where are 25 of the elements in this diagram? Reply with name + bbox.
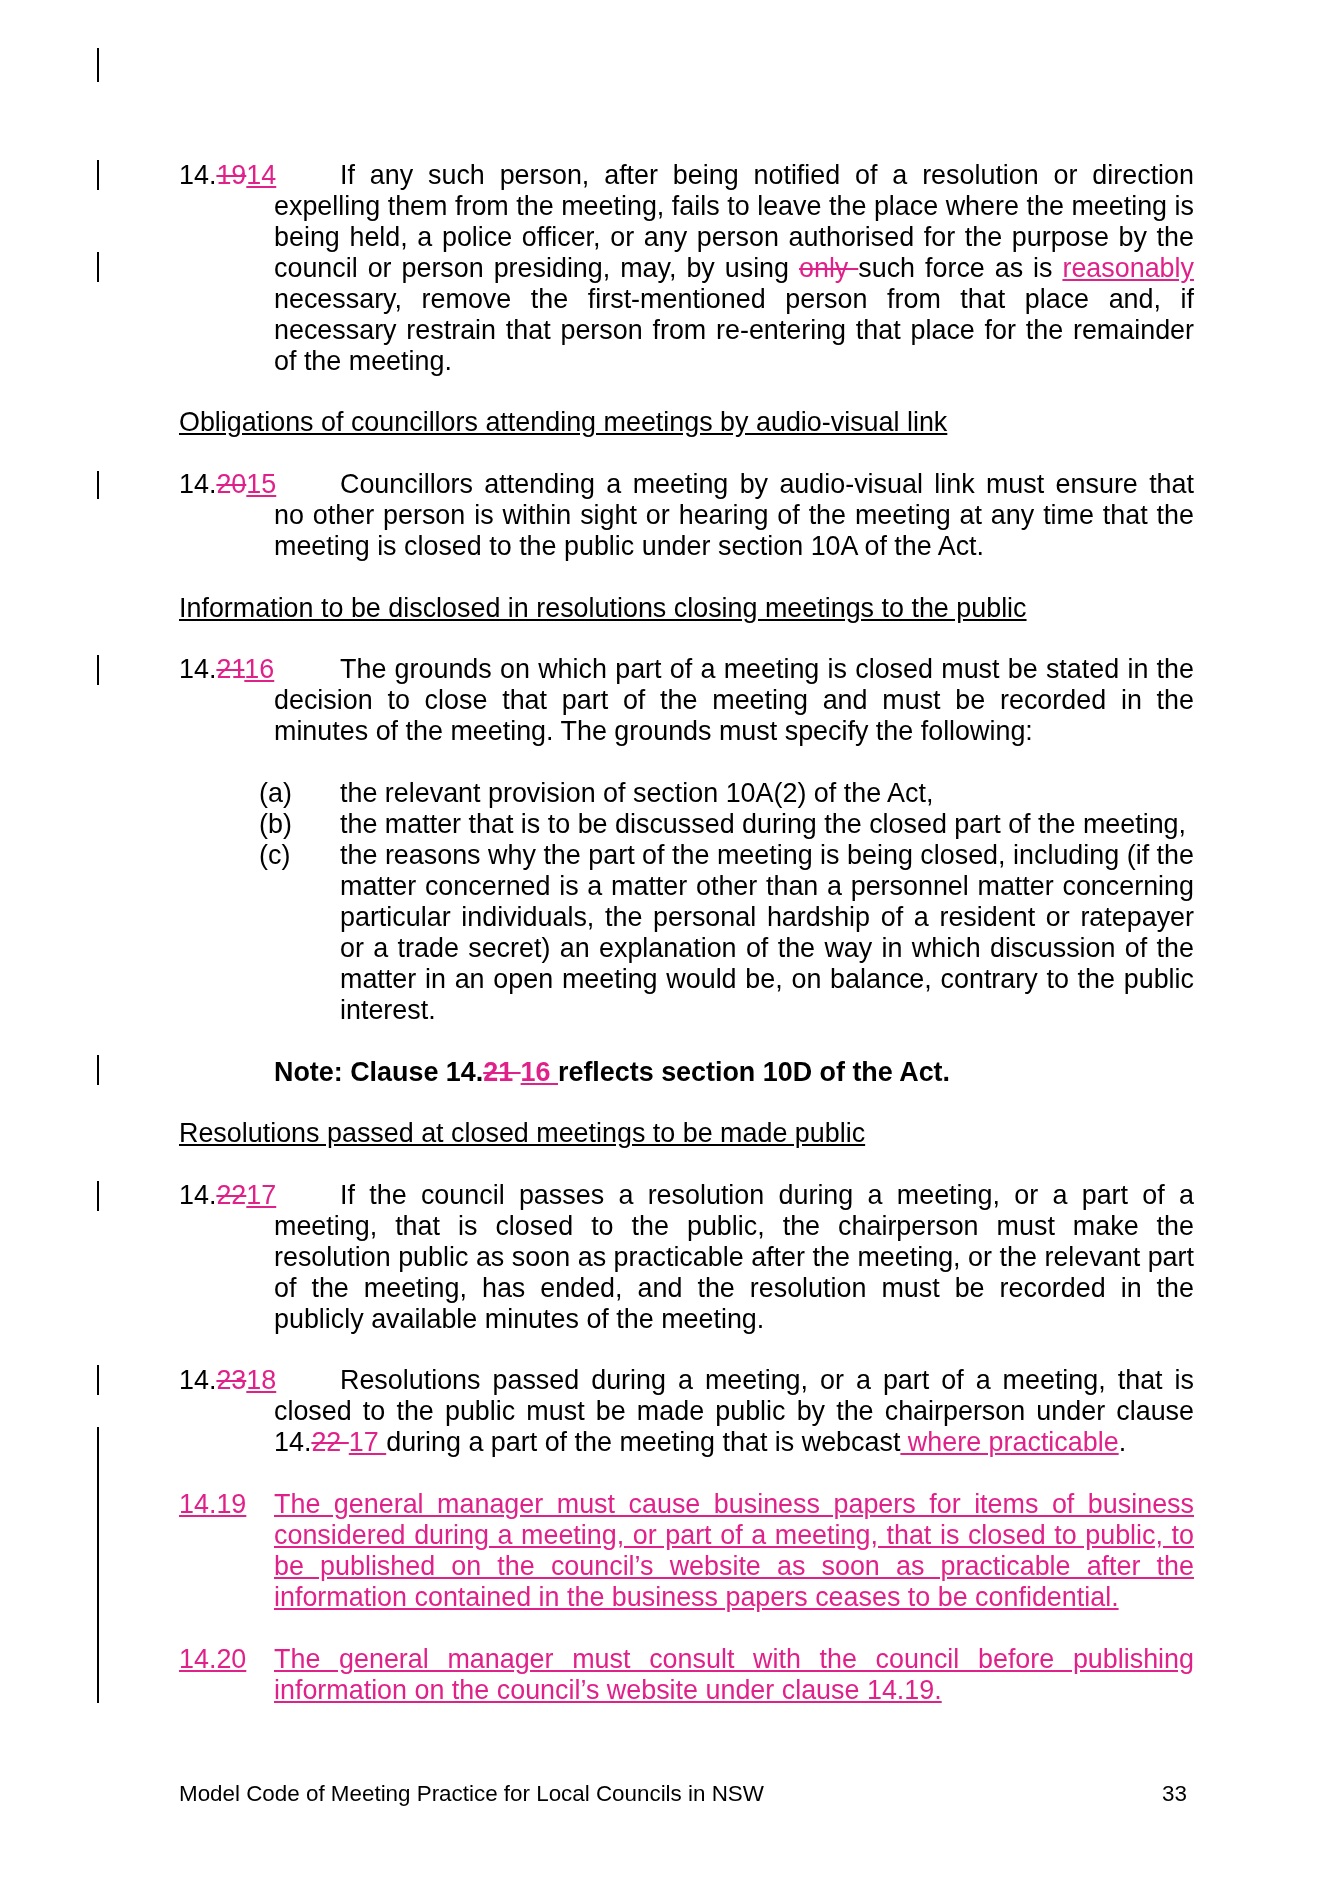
paragraph-text: The general manager must cause business papers for items of business considered during a meeting, or part of a meeting, that is closed to public, to be published on the council’s website as soon as practicable after the information contained in the business papers ceases to be confidential. bbox=[274, 1489, 1194, 1613]
section-heading: Obligations of councillors attending meetings by audio-visual link bbox=[179, 407, 948, 438]
list-item-text: the reasons why the part of the meeting is being closed, including (if the matter concerned is a matter other than a personnel matter concerning particular individuals, the personal hardship of a resident or ratepayer or a trade secret) an explanation of the way in which discussion of the matter in an open meeting would be, on balance, contrary to the public interest. bbox=[340, 840, 1194, 1026]
footer-text: Model Code of Meeting Practice for Local Councils in NSW bbox=[179, 1780, 764, 1808]
note-text: Note: Clause 14.21 16 reflects section 10D of the Act. bbox=[274, 1057, 950, 1088]
list-marker: (b) bbox=[259, 809, 292, 840]
clause-number: 14.20 bbox=[179, 1644, 247, 1675]
clause-number: 14.19 bbox=[179, 1489, 247, 1520]
page-number: 33 bbox=[1162, 1780, 1187, 1808]
list-marker: (a) bbox=[259, 778, 292, 809]
list-marker: (c) bbox=[259, 840, 291, 871]
paragraph-text: Resolutions passed during a meeting, or a part of a meeting, that is closed to the public must be made public by the chairperson under clause 14.22 17 during a part of the meeting that is webcast where practicable. bbox=[274, 1365, 1194, 1458]
list-item-text: the relevant provision of section 10A(2) of the Act, bbox=[340, 778, 935, 809]
clause-number: 14.2015 bbox=[179, 469, 277, 500]
paragraph-text: The general manager must consult with the council before publishing information on the council’s website under clause 14.19. bbox=[274, 1644, 1194, 1706]
section-heading: Resolutions passed at closed meetings to be made public bbox=[179, 1118, 866, 1149]
clause-number: 14.2318 bbox=[179, 1365, 277, 1396]
paragraph-text: Councillors attending a meeting by audio-visual link must ensure that no other person is within sight or hearing of the meeting at any time that the meeting is closed to the public under section 10A of the Act. bbox=[274, 469, 1194, 562]
list-item-text: the matter that is to be discussed during the closed part of the meeting, bbox=[340, 809, 1188, 840]
paragraph-text: The grounds on which part of a meeting is closed must be stated in the decision to close that part of the meeting and must be recorded in the minutes of the meeting. The grounds must specify the following: bbox=[274, 654, 1194, 747]
paragraph-text: If the council passes a resolution during a meeting, or a part of a meeting, that is closed to the public, the chairperson must make the resolution public as soon as practicable after the meeting, or the relevant part of the meeting, has ended, and the resolution must be recorded in the publicly available minutes of the meeting. bbox=[274, 1180, 1194, 1335]
clause-number: 14.2217 bbox=[179, 1180, 277, 1211]
clause-number: 14.2116 bbox=[179, 654, 275, 685]
section-heading: Information to be disclosed in resolutions closing meetings to the public bbox=[179, 593, 1027, 624]
clause-number: 14.1914 bbox=[179, 160, 277, 191]
